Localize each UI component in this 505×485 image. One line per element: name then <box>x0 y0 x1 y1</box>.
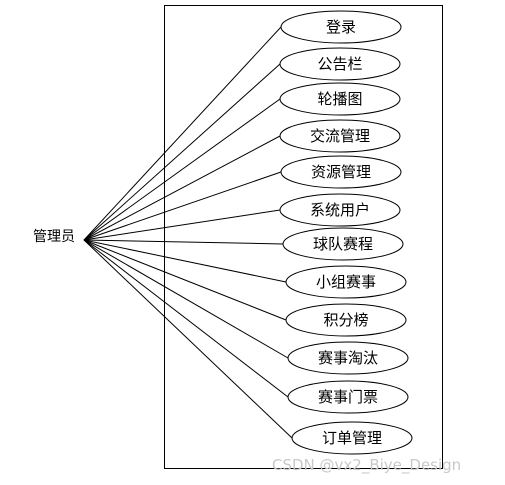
use-case-ellipse <box>287 380 409 414</box>
use-case-ellipse <box>279 119 401 153</box>
use-case: 系统用户 <box>279 193 401 227</box>
use-case-ellipse <box>285 265 407 299</box>
use-case-label: 轮播图 <box>317 90 362 108</box>
use-case-ellipse <box>279 47 401 81</box>
use-case: 资源管理 <box>280 155 402 189</box>
use-case-label: 资源管理 <box>311 163 371 181</box>
association-line <box>83 98 281 241</box>
association-line <box>83 239 289 398</box>
watermark-text: CSDN @vx2_Biye_Design <box>272 456 461 475</box>
association-line <box>83 209 281 241</box>
use-case: 小组赛事 <box>285 265 407 299</box>
use-case-label: 赛事淘汰 <box>318 349 378 367</box>
use-case: 轮播图 <box>279 82 401 116</box>
use-case: 订单管理 <box>291 421 413 455</box>
use-case: 球队赛程 <box>282 227 404 261</box>
use-case-ellipse <box>291 421 413 455</box>
use-case-ellipse <box>287 341 409 375</box>
use-case: 赛事淘汰 <box>287 341 409 375</box>
use-case-label: 小组赛事 <box>316 273 376 291</box>
use-case-label: 系统用户 <box>310 201 370 219</box>
use-case-ellipse <box>279 193 401 227</box>
use-case-ellipse <box>285 303 407 337</box>
use-case-label: 赛事门票 <box>318 388 378 406</box>
association-line <box>83 239 287 321</box>
association-line <box>83 239 287 283</box>
system-boundary <box>164 5 443 469</box>
actor-label: 管理员 <box>33 229 75 245</box>
use-case-label: 球队赛程 <box>313 235 373 253</box>
association-line <box>83 239 293 439</box>
use-case-ellipse <box>280 155 402 189</box>
use-case-ellipse <box>282 227 404 261</box>
association-line <box>83 239 284 245</box>
use-case-label: 订单管理 <box>322 429 382 447</box>
association-line <box>83 171 282 241</box>
use-case-group: 登录公告栏轮播图交流管理资源管理系统用户球队赛程小组赛事积分榜赛事淘汰赛事门票订… <box>279 10 413 455</box>
use-case-label: 登录 <box>326 18 356 36</box>
association-line <box>83 63 281 241</box>
use-case: 登录 <box>280 10 402 44</box>
association-line <box>83 135 281 241</box>
association-line <box>83 239 289 359</box>
association-line <box>83 26 282 241</box>
use-case-label: 积分榜 <box>323 311 368 329</box>
use-case-label: 交流管理 <box>310 127 370 145</box>
use-case: 公告栏 <box>279 47 401 81</box>
use-case-ellipse <box>279 82 401 116</box>
use-case-label: 公告栏 <box>317 55 362 73</box>
association-lines <box>83 26 293 439</box>
use-case: 积分榜 <box>285 303 407 337</box>
use-case-ellipse <box>280 10 402 44</box>
use-case: 赛事门票 <box>287 380 409 414</box>
use-case: 交流管理 <box>279 119 401 153</box>
